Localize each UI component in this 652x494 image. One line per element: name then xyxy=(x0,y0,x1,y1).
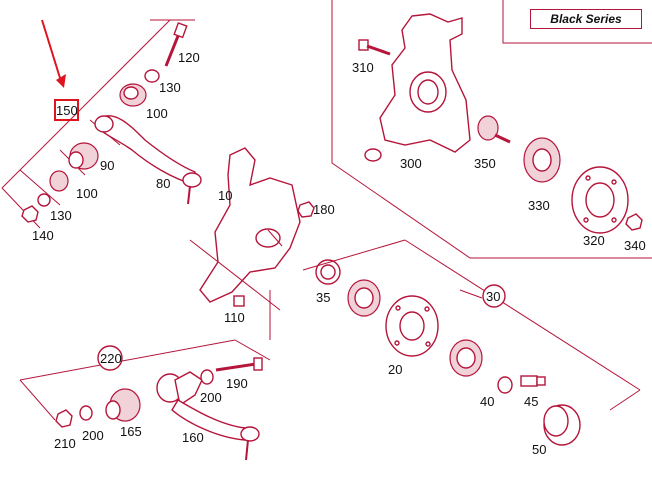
label-130-top: 130 xyxy=(159,80,181,95)
bracket-220 xyxy=(19,339,271,421)
label-10: 10 xyxy=(218,188,232,203)
knuckle-300 xyxy=(364,13,471,162)
washer-130-left xyxy=(37,193,51,207)
note-bracket xyxy=(502,0,652,44)
washer-200-right xyxy=(200,369,214,385)
bushing-100-left xyxy=(49,170,69,192)
callout-circle-220 xyxy=(97,345,123,371)
label-35: 35 xyxy=(316,290,330,305)
shaft-350 xyxy=(477,115,511,144)
callout-circle-30 xyxy=(482,284,506,308)
dust-cap-50 xyxy=(543,404,581,446)
bolt-120 xyxy=(164,22,188,67)
seal-35 xyxy=(315,259,341,285)
label-310: 310 xyxy=(352,60,374,75)
bushing-90 xyxy=(68,142,99,170)
label-45: 45 xyxy=(524,394,538,409)
label-200-left: 200 xyxy=(82,428,104,443)
pointer-arrow xyxy=(41,19,66,88)
bolt-190 xyxy=(215,357,263,372)
washer-130-top xyxy=(144,69,160,83)
black-series-note: Black Series xyxy=(530,9,642,29)
bushing-100-top xyxy=(119,83,147,107)
label-30: 30 xyxy=(486,289,500,304)
label-50: 50 xyxy=(532,442,546,457)
inset-border xyxy=(331,0,652,259)
nut-210 xyxy=(55,409,73,428)
label-350: 350 xyxy=(474,156,496,171)
washer-40 xyxy=(497,376,513,394)
upper-control-arm-80 xyxy=(94,115,202,205)
steering-knuckle-10 xyxy=(199,147,301,303)
bearing-outer xyxy=(347,279,381,317)
label-320: 320 xyxy=(583,233,605,248)
black-series-label: Black Series xyxy=(550,12,622,26)
label-100-top: 100 xyxy=(146,106,168,121)
label-90: 90 xyxy=(100,158,114,173)
label-220: 220 xyxy=(100,351,122,366)
bracket-150 xyxy=(1,19,195,229)
label-300: 300 xyxy=(400,156,422,171)
label-100-left: 100 xyxy=(76,186,98,201)
label-110: 110 xyxy=(224,310,245,325)
label-140: 140 xyxy=(32,228,54,243)
bracket-30 xyxy=(302,239,641,411)
lower-control-arm-160 xyxy=(156,371,260,461)
label-330: 330 xyxy=(528,198,550,213)
label-180: 180 xyxy=(313,202,335,217)
bolt-310 xyxy=(358,39,391,56)
label-210: 210 xyxy=(54,436,76,451)
hub-bearing-330 xyxy=(523,137,561,183)
label-150-highlighted: 150 xyxy=(56,103,78,118)
wheel-hub-20 xyxy=(385,295,439,357)
leader-10 xyxy=(189,239,281,311)
hub-320 xyxy=(571,166,629,234)
nut-45 xyxy=(520,375,546,387)
washer-200-left xyxy=(79,405,93,421)
bushing-165 xyxy=(105,388,141,422)
nut-340 xyxy=(625,213,643,231)
pin-110 xyxy=(233,295,245,307)
label-20: 20 xyxy=(388,362,402,377)
label-160: 160 xyxy=(182,430,204,445)
highlight-box-150 xyxy=(54,99,79,121)
label-130-left: 130 xyxy=(50,208,72,223)
label-40: 40 xyxy=(480,394,494,409)
nut-180 xyxy=(297,201,315,218)
label-200-right: 200 xyxy=(200,390,222,405)
label-340: 340 xyxy=(624,238,646,253)
label-120: 120 xyxy=(178,50,200,65)
bearing-inner xyxy=(449,339,483,377)
label-165: 165 xyxy=(120,424,142,439)
label-80: 80 xyxy=(156,176,170,191)
nut-140 xyxy=(21,205,39,223)
label-190: 190 xyxy=(226,376,248,391)
